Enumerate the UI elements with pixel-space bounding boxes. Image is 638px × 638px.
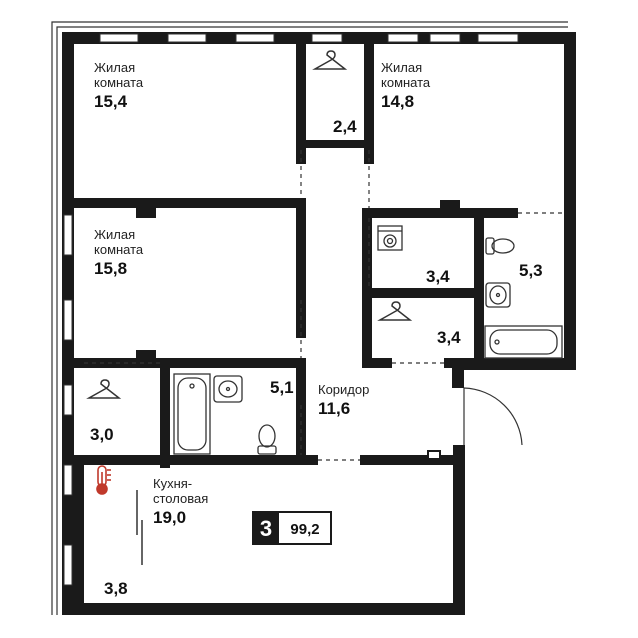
balcony-area: 3,8 [104, 579, 128, 598]
wardrobe-top-area: 2,4 [333, 117, 357, 136]
thermometer-icon [96, 465, 111, 495]
living3-name-line2: комната [94, 242, 144, 257]
kitchen-vent [427, 450, 441, 460]
kitchen-name-line1: Кухня- [153, 476, 192, 491]
living3-name-line1: Жилая [94, 227, 135, 242]
summary-badge: 3 99,2 [252, 511, 332, 545]
entrance-door [463, 387, 523, 446]
living2-area: 14,8 [381, 92, 414, 111]
living1-area: 15,4 [94, 92, 128, 111]
interior-walls [74, 44, 518, 615]
sink-icon [213, 375, 243, 403]
living2-name-line2: комната [381, 75, 431, 90]
window-frame-lines [51, 21, 568, 615]
bathtub-icon [484, 325, 563, 359]
badge-rooms-count: 3 [260, 516, 272, 541]
living2-name-line1: Жилая [381, 60, 422, 75]
wardrobe-right-area: 3,4 [437, 328, 461, 347]
toilet-icon [485, 237, 515, 255]
living1-name-line2: комната [94, 75, 144, 90]
kitchen-name-line2: столовая [153, 491, 208, 506]
kitchen-area: 19,0 [153, 508, 186, 527]
bath-left-area: 5,1 [270, 378, 294, 397]
hanger-icon [377, 301, 413, 321]
toilet-icon [257, 424, 277, 455]
living1-name-line1: Жилая [94, 60, 135, 75]
living3-area: 15,8 [94, 259, 127, 278]
hanger-icon [86, 379, 122, 399]
corridor-area: 11,6 [318, 399, 350, 418]
badge-total-area: 99,2 [290, 521, 319, 538]
wardrobe-left-area: 3,0 [90, 425, 114, 444]
corridor-name: Коридор [318, 382, 369, 397]
bathtub-icon [173, 373, 211, 455]
washing-machine-icon [377, 225, 403, 251]
laundry-area: 3,4 [426, 267, 450, 286]
hanger-icon [312, 50, 348, 70]
bath-right-area: 5,3 [519, 261, 543, 280]
windows [63, 33, 519, 586]
sink-icon [485, 282, 511, 308]
sliding-partition [136, 490, 143, 565]
dashed-openings [84, 150, 564, 461]
